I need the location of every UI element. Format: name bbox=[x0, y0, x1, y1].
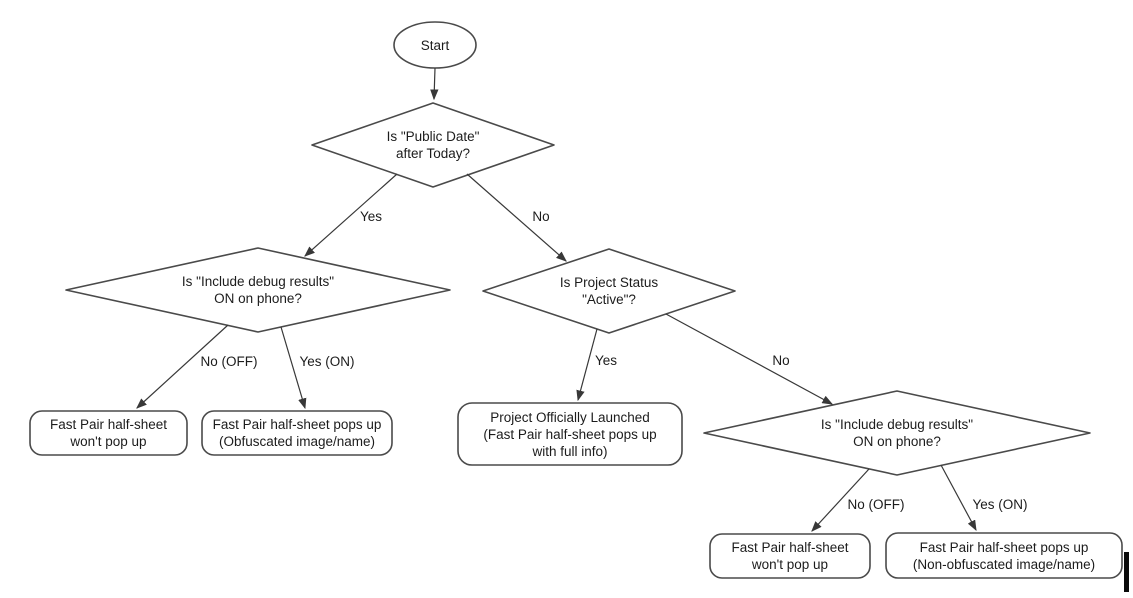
edge-debug-right-no bbox=[811, 468, 870, 532]
edge-start-to-public-date bbox=[430, 67, 439, 101]
result-no-popup-right-shape bbox=[709, 533, 871, 579]
edge-public-date-yes bbox=[304, 173, 398, 257]
edge-project-status-no bbox=[665, 313, 834, 405]
edge-public-date-no bbox=[466, 173, 567, 262]
result-non-obfuscated-shape bbox=[885, 532, 1123, 579]
start-terminator-shape bbox=[393, 21, 477, 69]
result-no-popup-left-shape bbox=[29, 410, 188, 456]
edge-debug-right-yes bbox=[940, 464, 977, 532]
edge-debug-left-no bbox=[136, 324, 229, 409]
decision-debug-right-shape bbox=[703, 390, 1091, 476]
result-launched-shape bbox=[457, 402, 683, 466]
edge-debug-left-yes bbox=[280, 326, 307, 410]
decision-debug-left-shape bbox=[65, 247, 451, 333]
edge-project-status-yes bbox=[576, 328, 598, 402]
decision-project-status-shape bbox=[482, 248, 736, 334]
result-obfuscated-shape bbox=[201, 410, 393, 456]
decision-public-date-shape bbox=[311, 102, 555, 188]
text-cursor-artifact bbox=[1124, 552, 1129, 592]
